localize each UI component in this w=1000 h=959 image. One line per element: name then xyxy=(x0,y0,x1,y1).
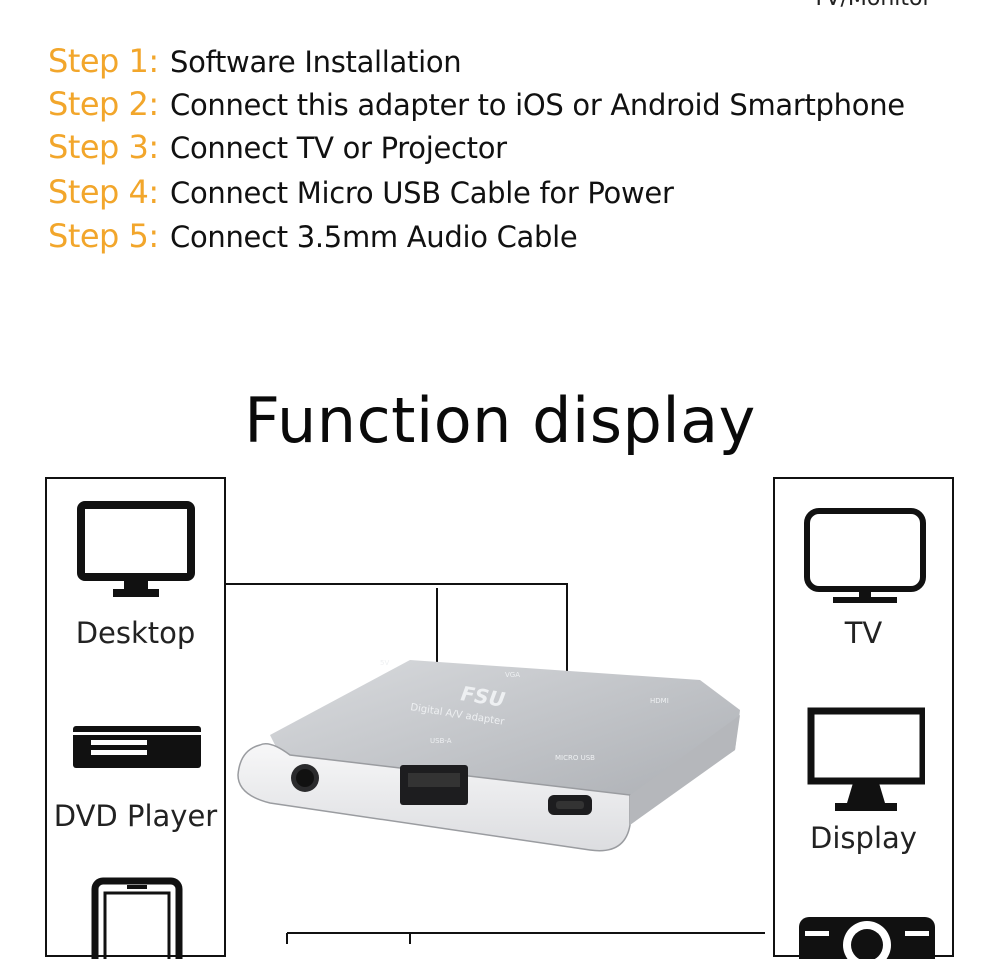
step-text: Connect this adapter to iOS or Android S… xyxy=(170,88,905,122)
projector-icon xyxy=(799,917,935,959)
step-label: Step 1: xyxy=(48,42,159,80)
output-devices-panel: TV Display xyxy=(773,477,954,959)
step-2: Step 2: Connect this adapter to iOS or A… xyxy=(48,85,905,123)
step-5: Step 5: Connect 3.5mm Audio Cable xyxy=(48,217,578,255)
display-icon xyxy=(807,707,925,811)
step-text: Connect TV or Projector xyxy=(170,131,507,165)
step-text: Connect Micro USB Cable for Power xyxy=(170,176,674,210)
step-label: Step 4: xyxy=(48,173,159,211)
device-label-display: Display xyxy=(810,821,917,855)
step-text: Connect 3.5mm Audio Cable xyxy=(170,220,578,254)
section-title: Function display xyxy=(244,384,756,457)
device-label-dvd: DVD Player xyxy=(53,799,218,833)
desktop-icon xyxy=(77,501,195,597)
port-label: MICRO USB xyxy=(555,754,595,762)
device-label-tv: TV xyxy=(844,616,883,650)
dvd-player-icon xyxy=(73,726,201,768)
port-label: HDMI xyxy=(650,697,669,705)
header-cut-text: TV/Monitor xyxy=(812,0,932,11)
tv-icon xyxy=(804,508,926,603)
step-label: Step 3: xyxy=(48,128,159,166)
device-label-desktop: Desktop xyxy=(75,616,196,650)
step-3: Step 3: Connect TV or Projector xyxy=(48,128,507,166)
step-1: Step 1: Software Installation xyxy=(48,42,462,80)
tablet-icon xyxy=(91,877,183,959)
port-label: 5V xyxy=(380,659,389,667)
step-label: Step 5: xyxy=(48,217,159,255)
step-4: Step 4: Connect Micro USB Cable for Powe… xyxy=(48,173,674,211)
source-devices-panel: Desktop DVD Player xyxy=(45,477,226,959)
step-label: Step 2: xyxy=(48,85,159,123)
port-label: USB-A xyxy=(430,737,452,745)
port-label: VGA xyxy=(505,671,520,679)
adapter-device: FSU Digital A/V adapter 5V VGA HDMI USB-… xyxy=(237,659,740,852)
step-text: Software Installation xyxy=(170,45,462,79)
